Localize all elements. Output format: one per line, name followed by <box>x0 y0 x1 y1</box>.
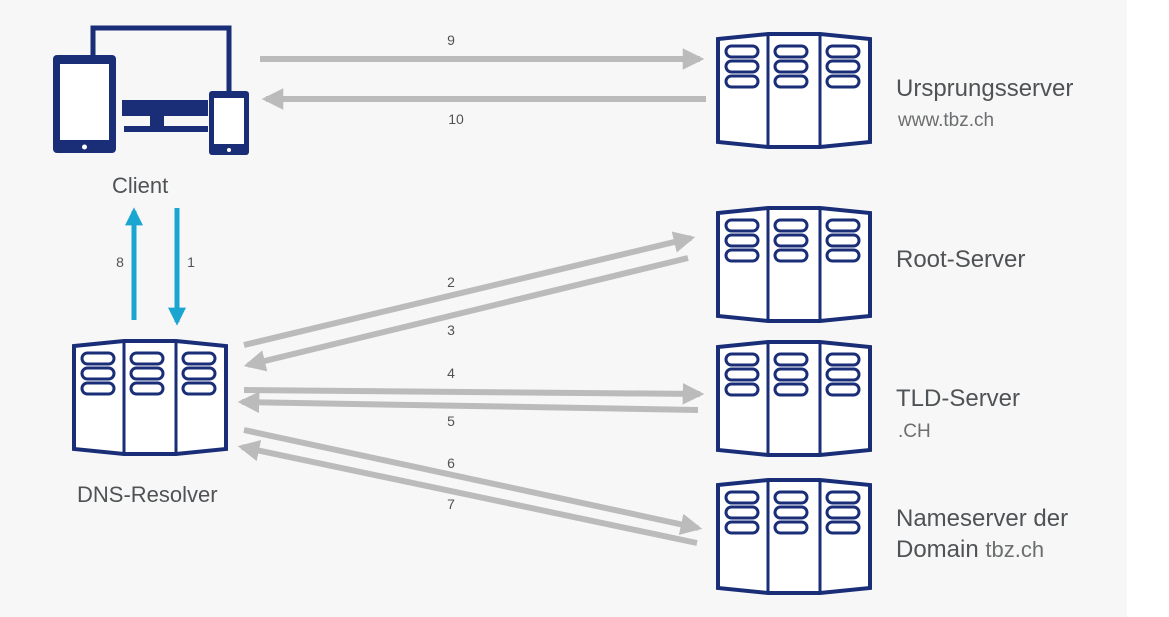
step-label-1: 1 <box>187 254 195 270</box>
arrows <box>125 48 706 546</box>
arrow-step-4 <box>243 383 705 405</box>
step-label-7: 7 <box>447 496 455 512</box>
nameserver-label-line1: Nameserver der <box>896 505 1069 532</box>
step-label-6: 6 <box>447 455 455 471</box>
arrow-step-5 <box>237 391 699 414</box>
origin-server-domain: www.tbz.ch <box>898 110 995 131</box>
step-label-8: 8 <box>116 254 124 270</box>
tld-server-zone: .CH <box>898 421 931 442</box>
nameserver-domain: tbz.ch <box>985 537 1045 562</box>
root-server-icon <box>716 206 872 323</box>
arrow-step-7 <box>237 440 698 546</box>
step-label-10: 10 <box>448 111 464 127</box>
step-label-9: 9 <box>447 32 455 48</box>
step-label-4: 4 <box>447 365 455 381</box>
resolver-server-icon <box>72 339 228 456</box>
nameserver-icon <box>716 478 872 595</box>
nameserver-label-domain: Domain <box>896 536 979 563</box>
root-server-label: Root-Server <box>896 246 1026 273</box>
arrow-step-6 <box>243 427 703 535</box>
arrow-step-3 <box>243 255 689 372</box>
origin-server-icon <box>716 32 872 149</box>
tld-server-icon <box>716 340 872 457</box>
nameserver-label-line2: Domain tbz.ch <box>896 536 1044 564</box>
client-label: Client <box>112 173 169 198</box>
resolver-label: DNS-Resolver <box>77 482 218 507</box>
arrow-step-2 <box>243 231 696 348</box>
step-label-2: 2 <box>447 274 455 290</box>
step-label-5: 5 <box>447 413 455 429</box>
origin-server-label: Ursprungsserver <box>896 75 1074 102</box>
tld-server-label: TLD-Server <box>896 385 1021 412</box>
devices-icon <box>53 25 249 155</box>
step-label-3: 3 <box>447 322 455 338</box>
